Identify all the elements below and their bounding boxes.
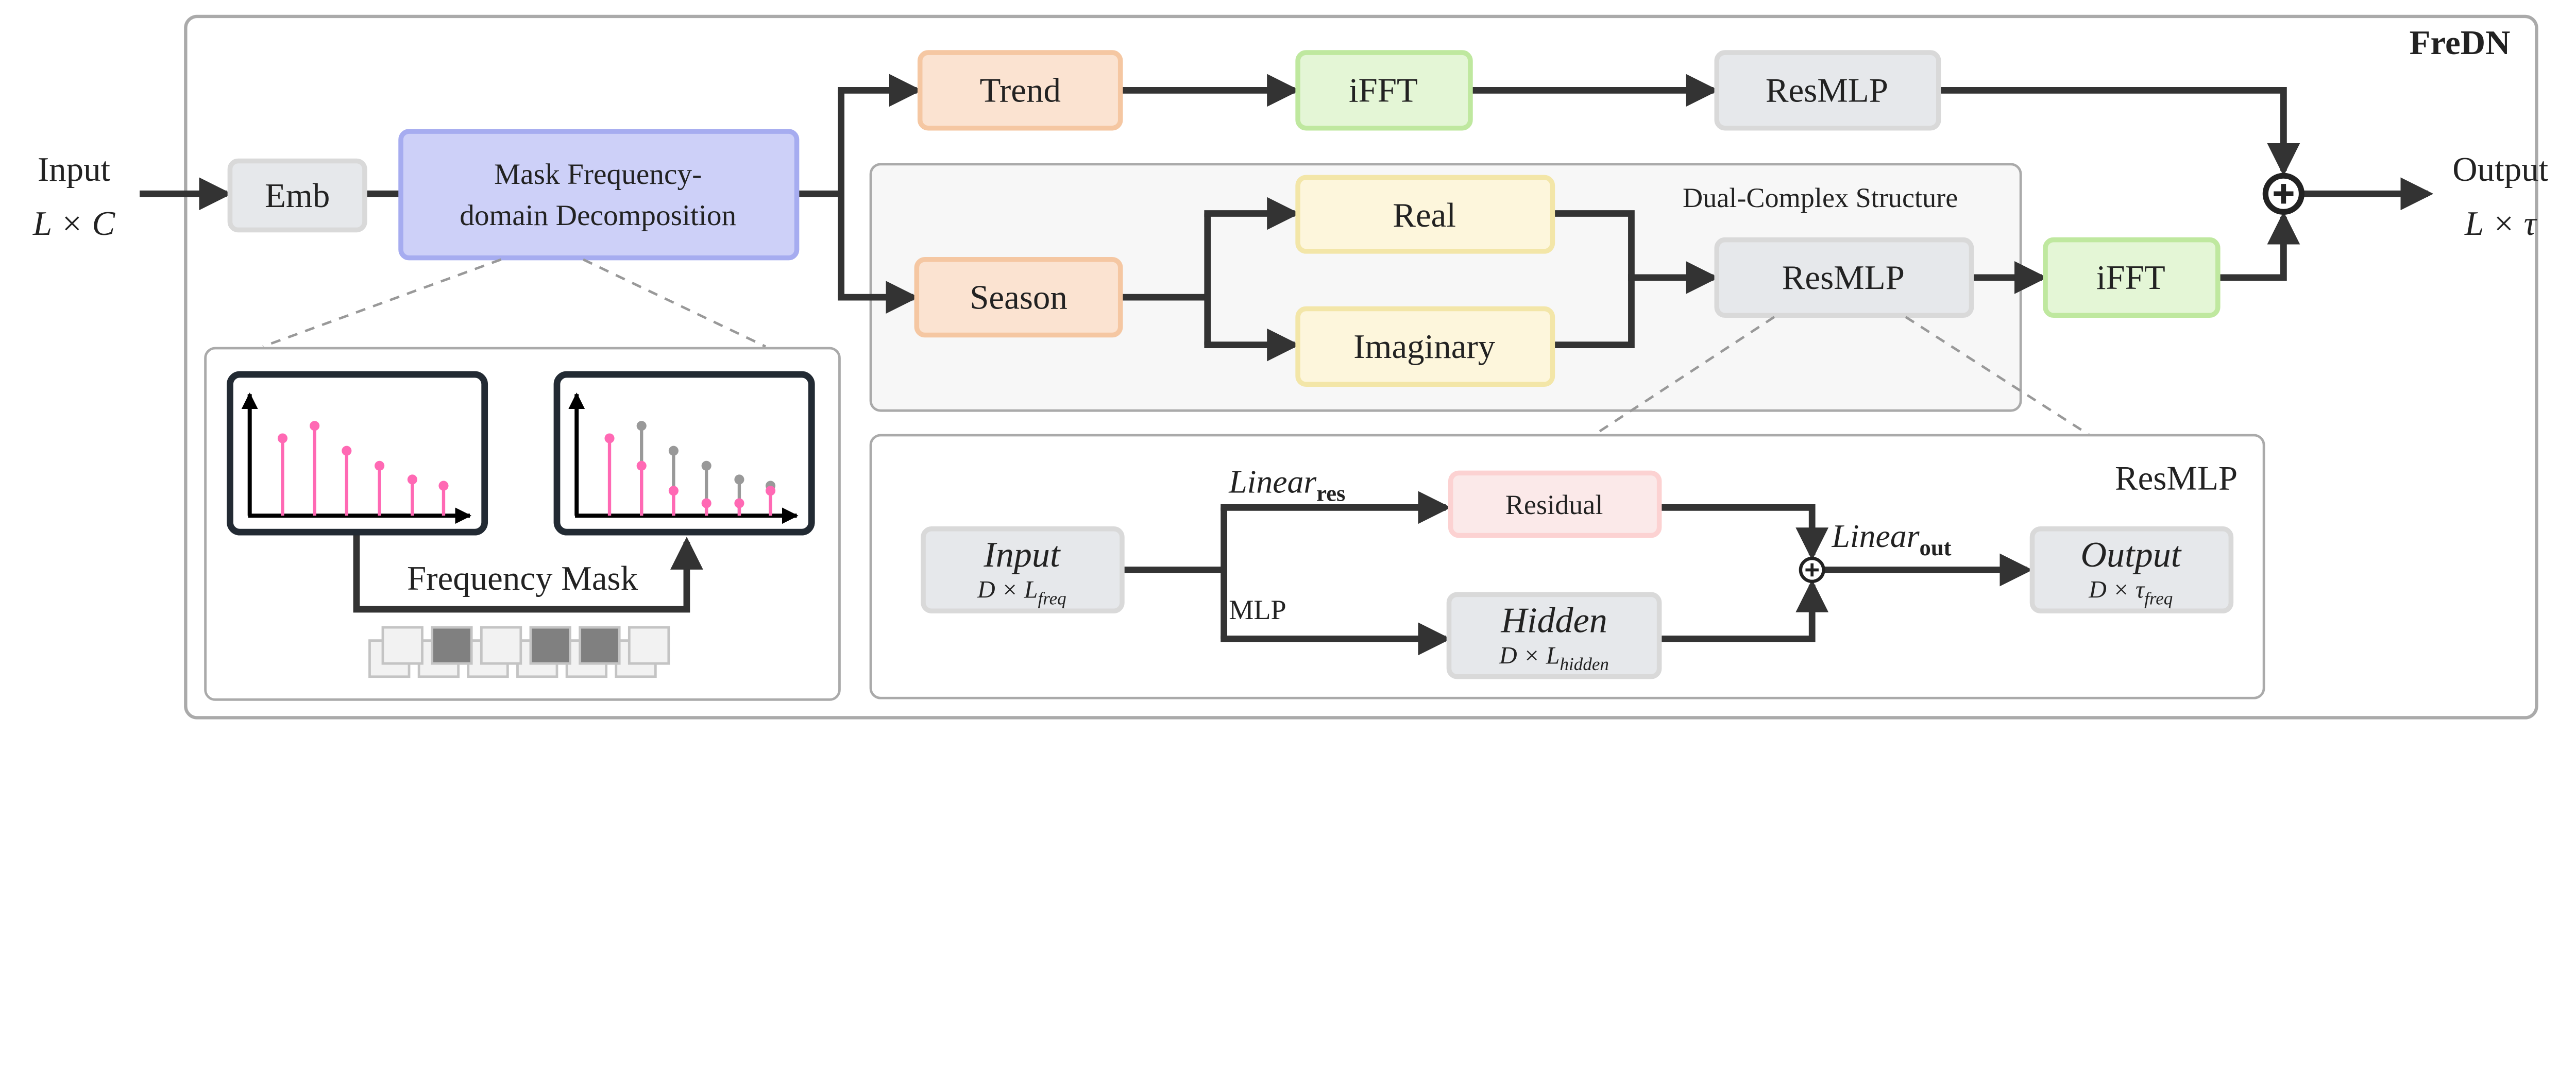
resmlp-output-block: [2029, 526, 2234, 614]
output-shape: L × τ: [2464, 204, 2537, 243]
masked-stem-head: [701, 498, 711, 508]
ifft-mid-label: iFFT: [2096, 259, 2165, 297]
masked-stem-head: [765, 486, 776, 496]
trend-label: Trend: [979, 72, 1061, 110]
dual-complex-label: Dual-Complex Structure: [1683, 182, 1958, 213]
resmlp-top-label: ResMLP: [1766, 72, 1888, 110]
ifft-mid-block: [2043, 237, 2221, 318]
imaginary-block: [1295, 306, 1555, 387]
spectrum-stem-head: [310, 421, 320, 431]
spectrum-stem-head: [407, 474, 417, 485]
mask-label-line2: domain Decomposition: [460, 199, 736, 232]
removed-stem-head: [701, 460, 711, 471]
residual-sum-icon: [1799, 556, 1825, 584]
resmlp-top-block: [1714, 50, 1941, 131]
mask-label-line1: Mask Frequency-: [494, 158, 702, 191]
mask-cell-masked: [579, 626, 621, 665]
resmlp-input-title: Input: [983, 535, 1061, 575]
masked-stem-head: [604, 433, 615, 443]
season-block: [914, 257, 1123, 338]
original-spectrum-chart: [227, 371, 488, 536]
linear-res-label: Linearres: [1228, 464, 1345, 506]
mask-decomposition-block: [398, 129, 800, 261]
masked-stem-head: [734, 498, 744, 508]
masked-spectrum-chart: [553, 371, 815, 536]
removed-stem-head: [668, 446, 679, 456]
resmlp-output-shape: D × τfreq: [2088, 576, 2173, 609]
spectrum-stem-head: [438, 481, 449, 491]
mask-cell-kept: [381, 626, 423, 665]
mask-pattern: [368, 626, 670, 678]
residual-block: [1448, 470, 1662, 538]
real-block: [1295, 175, 1555, 254]
resmlp-input-shape: D × Lfreq: [977, 576, 1066, 609]
season-label: Season: [970, 278, 1067, 316]
emb-label: Emb: [265, 177, 330, 215]
mlp-label: MLP: [1229, 594, 1286, 625]
input-label: Input: [38, 150, 111, 189]
ifft-top-label: iFFT: [1349, 72, 1418, 110]
imaginary-label: Imaginary: [1353, 328, 1496, 366]
masked-stem-head: [668, 486, 679, 496]
removed-stem-head: [734, 474, 744, 485]
frequency-mask-label: Frequency Mask: [407, 559, 638, 597]
mask-cell-masked: [529, 626, 571, 665]
mask-cell-kept: [628, 626, 670, 665]
spectrum-stem-head: [342, 446, 352, 456]
resmlp-detail-panel: [869, 434, 2265, 699]
sum-node-icon: [2262, 173, 2305, 215]
resmlp-output-title: Output: [2080, 535, 2181, 575]
emb-block: [227, 158, 367, 233]
mask-cell-masked: [431, 626, 473, 665]
hidden-shape: D × Lhidden: [1499, 642, 1609, 674]
trend-block: [917, 50, 1123, 131]
removed-stem-head: [636, 421, 647, 431]
resmlp-mid-label: ResMLP: [1782, 259, 1905, 297]
linear-out-label: Linearout: [1831, 518, 1951, 560]
spectrum-stem-head: [375, 460, 385, 471]
real-label: Real: [1393, 196, 1456, 234]
mask-cell-kept: [480, 626, 522, 665]
fredn-diagram: FreDN Input L × C Output L × τ Dual-Comp…: [32, 14, 2549, 720]
resmlp-mid-block: [1714, 237, 1974, 318]
spectrum-stem-head: [277, 433, 288, 443]
input-shape: L × C: [32, 204, 116, 243]
masked-stem-head: [636, 460, 647, 471]
fredn-title: FreDN: [2410, 24, 2511, 62]
resmlp-input-block: [921, 526, 1125, 614]
resmlp-detail-label: ResMLP: [2115, 459, 2238, 497]
output-label: Output: [2452, 150, 2548, 189]
ifft-top-block: [1295, 50, 1473, 131]
residual-label: Residual: [1505, 489, 1603, 520]
hidden-block: [1446, 592, 1662, 679]
hidden-title: Hidden: [1500, 601, 1607, 641]
